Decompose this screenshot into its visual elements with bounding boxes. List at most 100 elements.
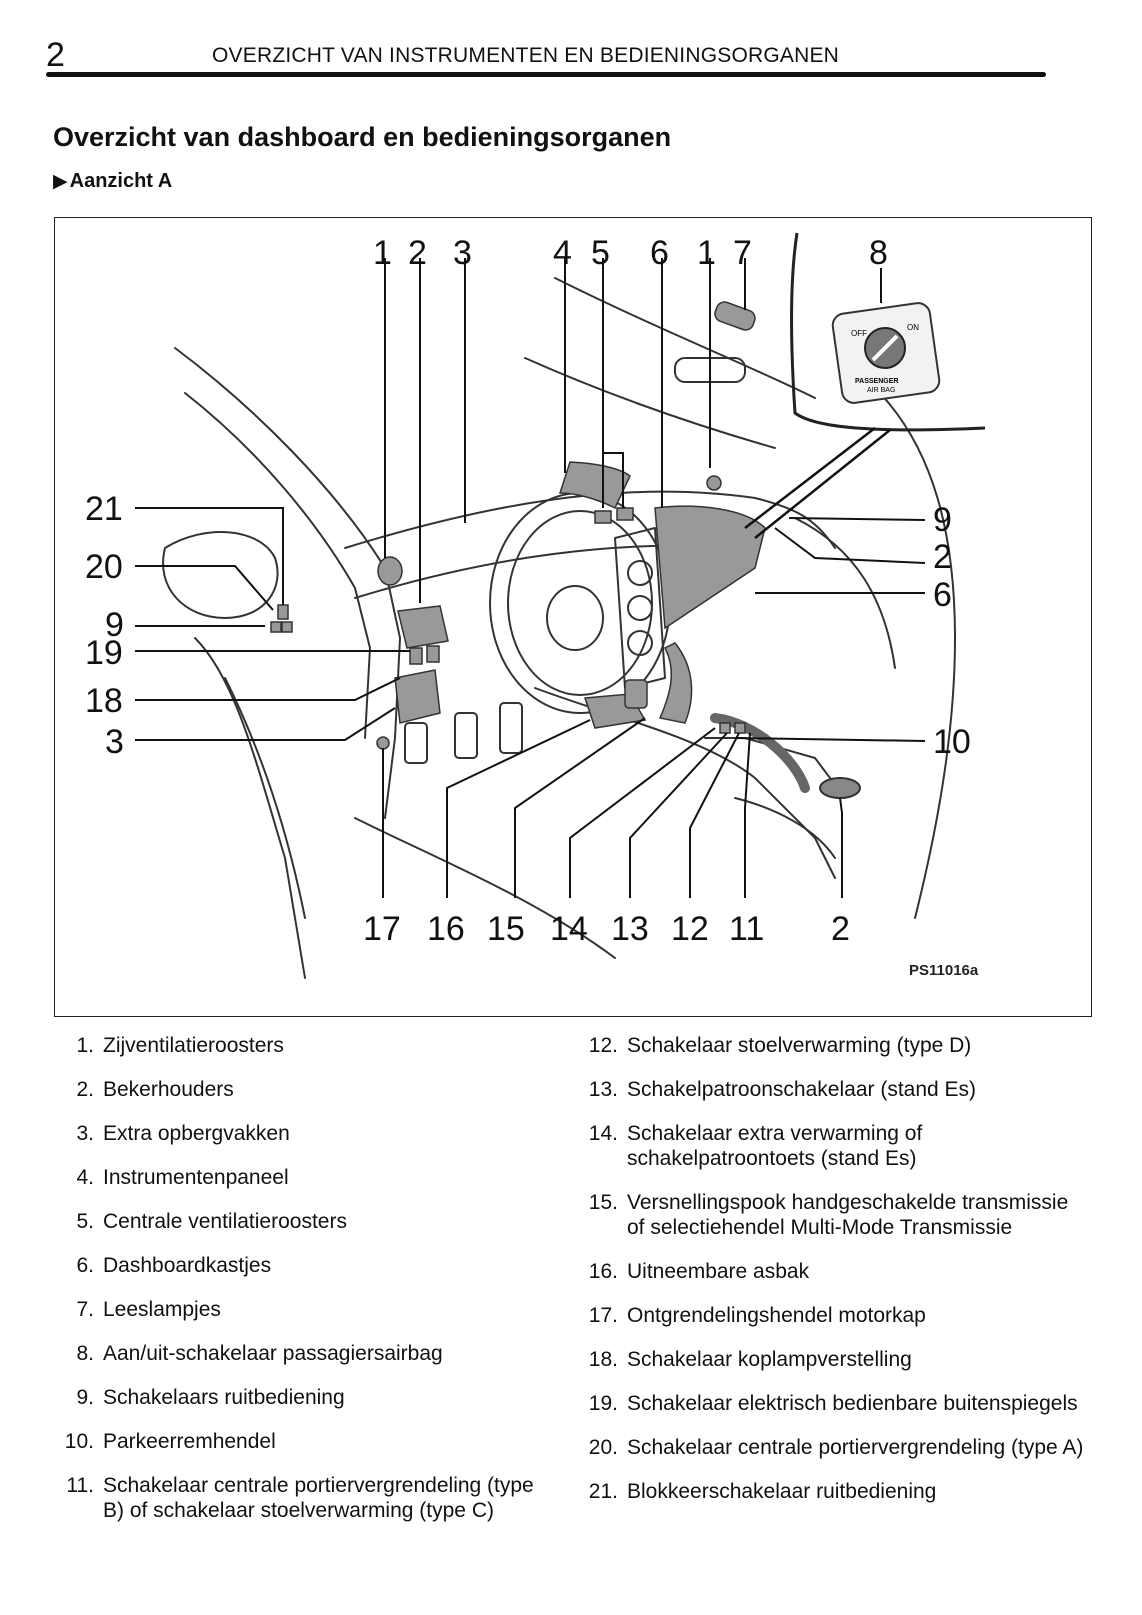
callout-19: 19 — [85, 634, 123, 672]
legend-number: 17. — [588, 1304, 618, 1327]
legend-number: 16. — [588, 1260, 618, 1283]
legend-number: 10. — [64, 1430, 94, 1453]
legend-item: 15. Versnellingspook handgeschakelde tran… — [570, 1190, 1090, 1240]
legend-item: 17. Ontgrendelingshendel motorkap — [570, 1303, 1090, 1328]
legend-number: 18. — [588, 1348, 618, 1371]
callout-2-bottom: 2 — [831, 910, 850, 948]
legend-number: 9. — [76, 1386, 94, 1409]
legend-text: Extra opbergvakken — [103, 1122, 290, 1145]
callout-7: 7 — [733, 234, 752, 272]
legend-number: 11. — [66, 1474, 94, 1497]
callout-17: 17 — [363, 910, 401, 948]
legend-item: 7. Leeslampjes — [46, 1297, 546, 1322]
legend-number: 5. — [76, 1210, 94, 1233]
callout-21: 21 — [85, 490, 123, 528]
side-vent-left — [377, 556, 403, 586]
subheading-label: Aanzicht A — [69, 170, 173, 192]
callout-2-top: 2 — [408, 234, 427, 272]
switch-airbag-label: AIR BAG — [867, 387, 895, 394]
legend-left-column: 1. Zijventilatieroosters 2.Bekerhouders 3. E… — [46, 1033, 546, 1542]
legend-text: Schakelaar centrale portiervergrendeling… — [103, 1474, 534, 1522]
legend-number: 20. — [588, 1436, 618, 1459]
legend-item: 18. Schakelaar koplampverstelling — [570, 1347, 1090, 1372]
legend-right-column: 12.Schakelaar stoelverwarming (type D)13… — [570, 1033, 1090, 1523]
legend-text: Schakelaar stoelverwarming (type D) — [627, 1034, 972, 1057]
callout-8: 8 — [869, 234, 888, 272]
legend-item: 10. Parkeerremhendel — [46, 1429, 546, 1454]
legend-number: 14. — [588, 1122, 618, 1145]
legend-text: Parkeerremhendel — [103, 1430, 276, 1453]
callout-18: 18 — [85, 682, 123, 720]
storage-lower — [394, 669, 441, 724]
callout-16: 16 — [427, 910, 465, 948]
dashboard-drawing: OFF ON PASSENGER AIR BAG — [85, 232, 986, 979]
legend-item: 6. Dashboardkastjes — [46, 1253, 546, 1278]
storage-upper — [397, 605, 449, 649]
glovebox — [654, 505, 766, 630]
legend-text: Uitneembare asbak — [627, 1260, 810, 1283]
legend-item: 19.Schakelaar elektrisch bedienbare buit… — [570, 1391, 1090, 1416]
callout-11: 11 — [729, 910, 764, 948]
callout-6-top: 6 — [650, 234, 669, 272]
legend-number: 6. — [76, 1254, 94, 1277]
legend-text: Versnellingspook handgeschakelde transmi… — [627, 1191, 1069, 1239]
running-title: OVERZICHT VAN INSTRUMENTEN EN BEDIENINGS… — [212, 44, 840, 67]
legend-item: 1. Zijventilatieroosters — [46, 1033, 546, 1058]
callout-9-right: 9 — [933, 501, 952, 539]
callout-10: 10 — [933, 723, 971, 761]
legend-text: Bekerhouders — [103, 1078, 234, 1101]
callout-1-top: 1 — [373, 234, 392, 272]
callout-13: 13 — [611, 910, 649, 948]
legend-number: 13. — [588, 1078, 618, 1101]
legend-text: Schakelaar koplampverstelling — [627, 1348, 912, 1371]
section-title: Overzicht van dashboard en bedieningsorg… — [53, 122, 672, 152]
dashboard-illustration: OFF ON PASSENGER AIR BAG — [54, 217, 1092, 1017]
switch-passenger-label: PASSENGER — [855, 378, 898, 385]
legend-item: 14. Schakelaar extra verwarming of schake… — [570, 1121, 1090, 1171]
legend-item: 9. Schakelaars ruitbediening — [46, 1385, 546, 1410]
legend-item: 13. Schakelpatroonschakelaar (stand Es) — [570, 1077, 1090, 1102]
legend-number: 4. — [76, 1166, 94, 1189]
legend-text: Schakelaars ruitbediening — [103, 1386, 345, 1409]
callout-3-top: 3 — [453, 234, 472, 272]
airbag-switch-inset: OFF ON PASSENGER AIR BAG — [744, 232, 986, 539]
callout-4: 4 — [553, 234, 572, 272]
legend-text: Schakelaar extra verwarming of schakelpa… — [627, 1122, 923, 1170]
callout-12: 12 — [671, 910, 709, 948]
instrument-cluster — [558, 461, 631, 510]
callout-14: 14 — [550, 910, 588, 948]
legend-text: Ontgrendelingshendel motorkap — [627, 1304, 926, 1327]
legend-item: 8.Aan/uit‑schakelaar passagiersairbag — [46, 1341, 546, 1366]
legend-item: 20. Schakelaar centrale portiervergrendel… — [570, 1435, 1090, 1460]
callout-20: 20 — [85, 548, 123, 586]
legend-item: 5. Centrale ventilatieroosters — [46, 1209, 546, 1234]
callout-5: 5 — [591, 234, 610, 272]
legend-number: 7. — [76, 1298, 94, 1321]
triangle-arrow-icon: ▶ — [53, 171, 68, 192]
legend-item: 3. Extra opbergvakken — [46, 1121, 546, 1146]
callout-6-right: 6 — [933, 576, 952, 614]
callout-9-left: 9 — [105, 606, 124, 644]
legend-text: Dashboardkastjes — [103, 1254, 272, 1277]
legend-text: Schakelpatroonschakelaar (stand Es) — [627, 1078, 977, 1101]
legend-text: Schakelaar centrale portiervergrendeling… — [627, 1436, 1084, 1459]
legend-text: Blokkeerschakelaar ruitbediening — [627, 1480, 937, 1503]
switch-on-label: ON — [907, 323, 919, 332]
callout-15: 15 — [487, 910, 525, 948]
page-number: 2 — [46, 36, 65, 74]
legend-number: 3. — [76, 1122, 94, 1145]
legend-text: Aan/uit‑schakelaar passagiersairbag — [103, 1342, 443, 1365]
legend-number: 15. — [588, 1191, 618, 1214]
legend-item: 2.Bekerhouders — [46, 1077, 546, 1102]
header-rule — [46, 72, 1046, 77]
legend-text: Leeslampjes — [103, 1298, 221, 1321]
callout-2-right: 2 — [933, 538, 952, 576]
legend-text: Zijventilatieroosters — [103, 1034, 284, 1057]
legend-number: 1. — [76, 1034, 94, 1057]
switch-off-label: OFF — [851, 329, 867, 338]
subheading: ▶Aanzicht A — [53, 170, 172, 193]
legend-text: Schakelaar elektrisch bedienbare buitens… — [627, 1392, 1078, 1415]
legend-item: 11. Schakelaar centrale portiervergrendel… — [46, 1473, 546, 1523]
callout-1-right: 1 — [697, 234, 716, 272]
legend-text: Centrale ventilatieroosters — [103, 1210, 347, 1233]
